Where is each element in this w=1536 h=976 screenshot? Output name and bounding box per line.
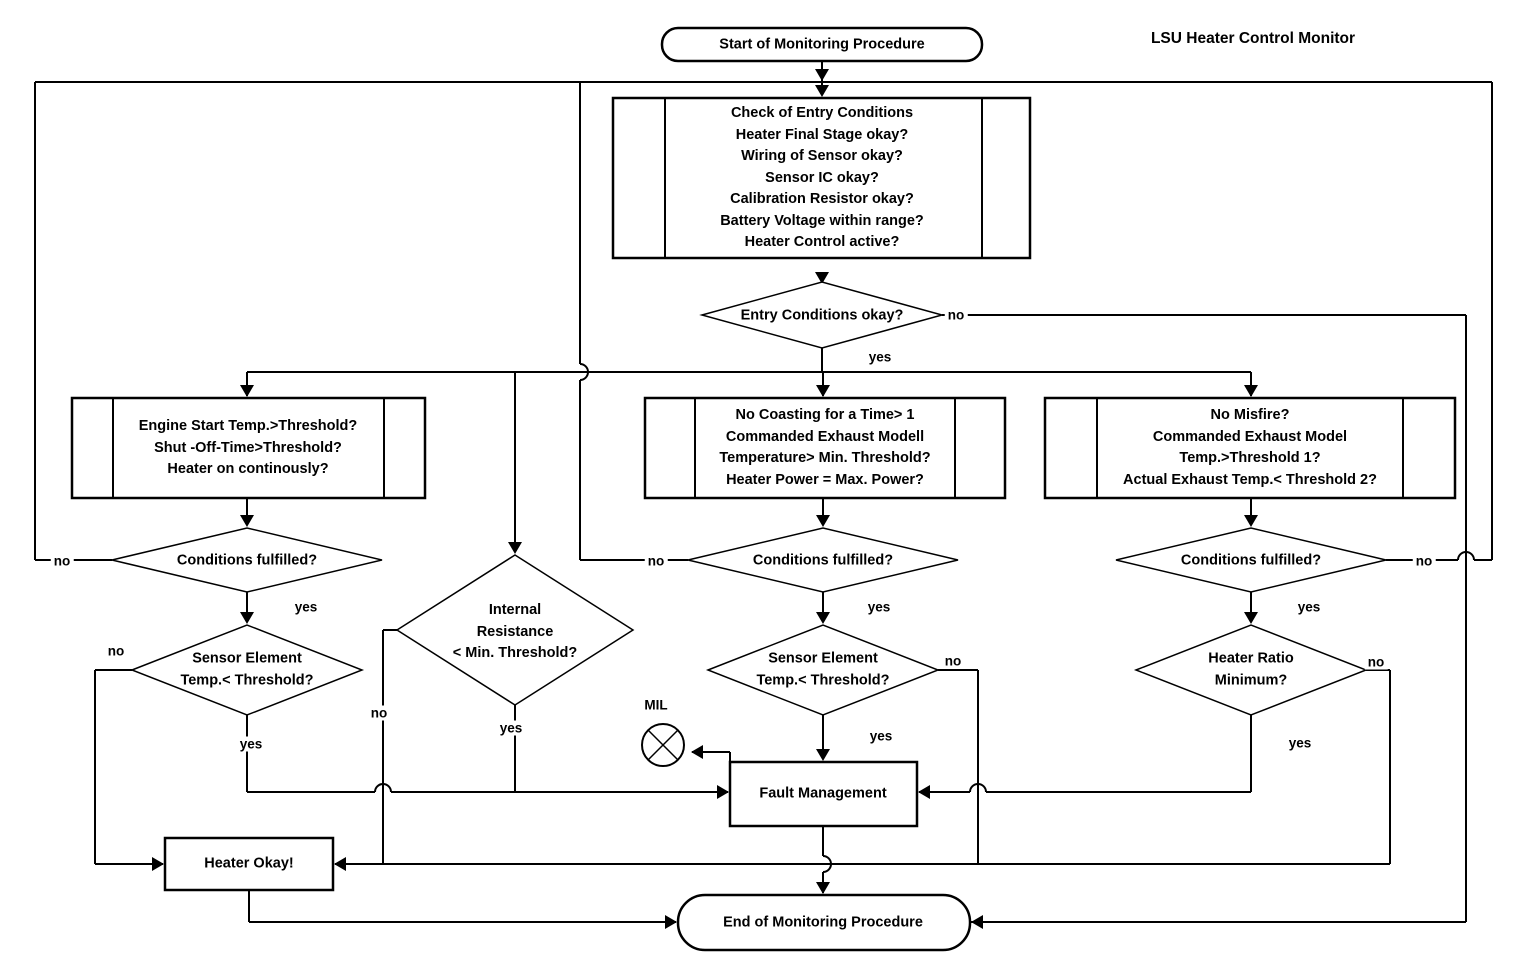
edge-label-left-fulfilled-yes: yes (291, 599, 321, 615)
edge-label-mid-sensor-yes: yes (866, 728, 896, 744)
mil-lamp-cross (647, 729, 679, 761)
fault-management-label: Fault Management (759, 785, 887, 802)
mid-conditions-box (643, 396, 1007, 500)
entry-check-label: Check of Entry Conditions Heater Final S… (720, 104, 924, 250)
internal-resistance-diamond (395, 554, 635, 706)
fault-management-box (728, 760, 919, 828)
edge-label-right-fulfilled-no: no (1412, 553, 1436, 569)
left-fulfilled-label: Conditions fulfilled? (176, 552, 318, 569)
edge-label-internal-resistance-yes: yes (496, 720, 526, 736)
edge-label-left-fulfilled-no: no (50, 553, 74, 569)
end-label: End of Monitoring Procedure (723, 914, 923, 931)
edge-label-right-fulfilled-yes: yes (1294, 599, 1324, 615)
entry-check-box (611, 96, 1032, 260)
line-crossing-hops (374, 363, 1475, 873)
mid-sensor-diamond (705, 624, 941, 716)
internal-resistance-label: Internal Resistance < Min. Threshold? (452, 601, 578, 661)
entry-check-box-sidebars (664, 98, 983, 258)
end-terminator (676, 893, 972, 952)
edge-label-left-sensor-no: no (104, 643, 128, 659)
right-fulfilled-label: Conditions fulfilled? (1180, 552, 1322, 569)
diagram-title: LSU Heater Control Monitor (1150, 30, 1356, 47)
right-conditions-label: No Misfire? Commanded Exhaust Model Temp… (1123, 407, 1377, 488)
mid-fulfilled-label: Conditions fulfilled? (752, 552, 894, 569)
start-label: Start of Monitoring Procedure (719, 36, 925, 53)
right-conditions-box (1043, 396, 1457, 500)
edge-label-internal-resistance-no: no (367, 705, 391, 721)
mid-conditions-label: No Coasting for a Time> 1 Commanded Exha… (719, 407, 931, 488)
left-fulfilled-diamond (111, 527, 383, 593)
entry-ok-diamond (699, 281, 945, 349)
left-conditions-box (70, 396, 427, 500)
mid-conditions-box-sidebars (694, 398, 956, 498)
heater-okay-box (163, 836, 335, 892)
left-conditions-box-sidebars (112, 398, 385, 498)
edge-label-entry-no: no (944, 307, 968, 323)
right-conditions-box-sidebars (1096, 398, 1404, 498)
mid-fulfilled-diamond (687, 527, 959, 593)
right-fulfilled-diamond (1115, 527, 1387, 593)
mid-sensor-label: Sensor Element Temp.< Threshold? (756, 650, 890, 689)
left-sensor-label: Sensor Element Temp.< Threshold? (180, 650, 314, 689)
mil-label: MIL (644, 697, 668, 713)
edge-label-mid-fulfilled-no: no (644, 553, 668, 569)
left-conditions-label: Engine Start Temp.>Threshold? Shut -Off-… (138, 417, 358, 477)
edge-label-heater-ratio-no: no (1364, 654, 1388, 670)
edge-label-mid-fulfilled-yes: yes (864, 599, 894, 615)
start-terminator (660, 26, 984, 63)
entry-ok-label: Entry Conditions okay? (740, 307, 904, 324)
heater-ratio-label: Heater Ratio Minimum? (1208, 650, 1294, 689)
edge-label-mid-sensor-no: no (941, 653, 965, 669)
edge-label-left-sensor-yes: yes (236, 736, 266, 752)
heater-ratio-diamond (1133, 624, 1369, 716)
left-sensor-diamond (129, 624, 365, 716)
edge-label-entry-yes: yes (865, 349, 895, 365)
heater-okay-label: Heater Okay! (204, 855, 294, 872)
edge-label-heater-ratio-yes: yes (1285, 735, 1315, 751)
